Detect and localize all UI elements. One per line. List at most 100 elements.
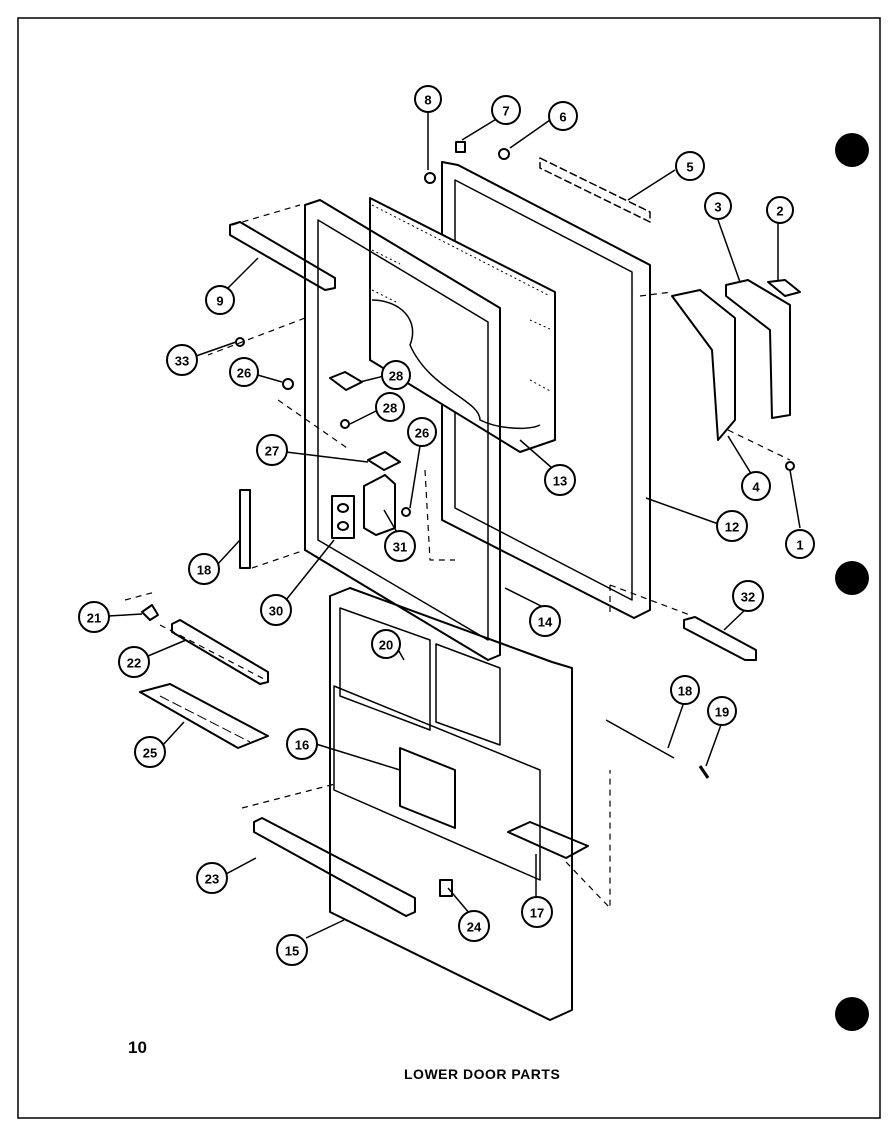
callout-28a-bubble: [381, 360, 411, 390]
callout-25: 25: [143, 746, 157, 761]
diagram-caption: LOWER DOOR PARTS: [404, 1066, 561, 1082]
hinge-31: [363, 474, 396, 536]
callout-26b: 26: [415, 426, 429, 441]
callout-8-bubble: [414, 85, 442, 113]
callout-28a: 28: [389, 369, 403, 384]
parts-drawing: [124, 141, 801, 1021]
callout-15-bubble: [276, 934, 308, 966]
dashed-guide: [207, 204, 306, 356]
callout-14-bubble: [529, 605, 561, 637]
inner-liner-shelf: [333, 685, 541, 881]
hinge-bracket-4: [671, 289, 736, 441]
insulation-block: [369, 197, 556, 453]
callout-12: 12: [725, 520, 739, 535]
callout-22: 22: [127, 656, 141, 671]
callout-32-bubble: [732, 580, 764, 612]
dashed-guide: [124, 591, 267, 681]
callout-6-bubble: [548, 101, 578, 131]
dashed-guide: [251, 549, 306, 569]
side-strip: [239, 489, 251, 569]
panel-30-slot: [337, 503, 349, 513]
hinge-cover-2: [767, 279, 801, 297]
callout-32: 32: [741, 590, 755, 605]
callout-25-bubble: [134, 736, 166, 768]
panel-30-slot: [337, 521, 349, 531]
callout-26a-bubble: [229, 357, 259, 387]
screw-26: [282, 378, 294, 390]
dashed-guide: [277, 399, 455, 561]
screw-26b: [401, 507, 411, 517]
callout-2-bubble: [766, 196, 794, 224]
callout-5-bubble: [675, 151, 705, 181]
callout-33: 33: [175, 354, 189, 369]
inner-liner-well: [339, 607, 431, 731]
callout-7: 7: [502, 104, 509, 119]
callout-18b: 18: [197, 563, 211, 578]
hinge-bracket-3: [725, 279, 791, 419]
door-liner-frame-inner: [317, 219, 489, 641]
callout-21: 21: [87, 611, 101, 626]
rail-22: [171, 619, 269, 685]
label-plate-16: [399, 747, 456, 829]
callout-4-bubble: [741, 471, 771, 501]
callout-3: 3: [714, 200, 721, 215]
callout-28b: 28: [383, 401, 397, 416]
callout-17-bubble: [521, 896, 553, 928]
callout-1-bubble: [785, 529, 815, 559]
clip-24: [439, 879, 453, 897]
clip-28: [329, 371, 363, 391]
bottom-trim: [683, 616, 757, 661]
callout-9: 9: [216, 294, 223, 309]
callout-16: 16: [295, 738, 309, 753]
rail-23: [253, 817, 416, 917]
callout-18: 18: [678, 684, 692, 699]
clip-21: [141, 604, 159, 621]
egg-tray-25: [139, 683, 269, 749]
callout-27: 27: [265, 444, 279, 459]
callout-23: 23: [205, 872, 219, 887]
dashed-guide: [241, 770, 611, 909]
callouts: [78, 85, 815, 966]
callout-13-bubble: [544, 464, 576, 496]
callout-18-bubble: [188, 553, 220, 585]
bracket-27: [367, 451, 401, 471]
callout-12-bubble: [716, 510, 748, 542]
callout-4: 4: [752, 480, 760, 495]
binder-hole: [835, 133, 869, 167]
inner-liner-well-right: [435, 643, 501, 746]
binder-hole: [835, 561, 869, 595]
callout-7-bubble: [491, 95, 521, 125]
cap-7: [455, 141, 466, 153]
callout-24: 24: [467, 920, 482, 935]
callout-1: 1: [796, 538, 803, 553]
screw-8: [424, 172, 436, 184]
callout-2: 2: [776, 204, 783, 219]
panel-30: [331, 495, 355, 539]
callout-16-bubble: [286, 728, 318, 760]
page-number: 10: [128, 1038, 147, 1057]
pin-18: [605, 719, 675, 759]
callout-22-bubble: [118, 646, 150, 678]
dashed-guide: [609, 291, 791, 616]
screw-1: [785, 461, 795, 471]
callout-19-bubble: [707, 696, 737, 726]
callout-23-bubble: [196, 862, 228, 894]
spring-19: [698, 765, 710, 779]
callout-15: 15: [285, 944, 299, 959]
insulation-texture: [371, 204, 553, 393]
screw-28: [340, 419, 350, 429]
callout-14: 14: [538, 615, 553, 630]
butter-dish-17: [507, 821, 589, 859]
callout-5: 5: [686, 160, 693, 175]
callout-9-bubble: [205, 285, 235, 315]
callout-6: 6: [559, 110, 566, 125]
callout-19: 19: [715, 705, 729, 720]
callout-20: 20: [379, 638, 393, 653]
callout-21-bubble: [78, 601, 110, 633]
callout-30-bubble: [260, 594, 292, 626]
callout-28b-bubble: [375, 392, 405, 422]
callout-24-bubble: [458, 910, 490, 942]
callout-33-bubble: [166, 344, 198, 376]
callout-26a: 26: [237, 366, 251, 381]
leader-lines: [107, 110, 801, 939]
